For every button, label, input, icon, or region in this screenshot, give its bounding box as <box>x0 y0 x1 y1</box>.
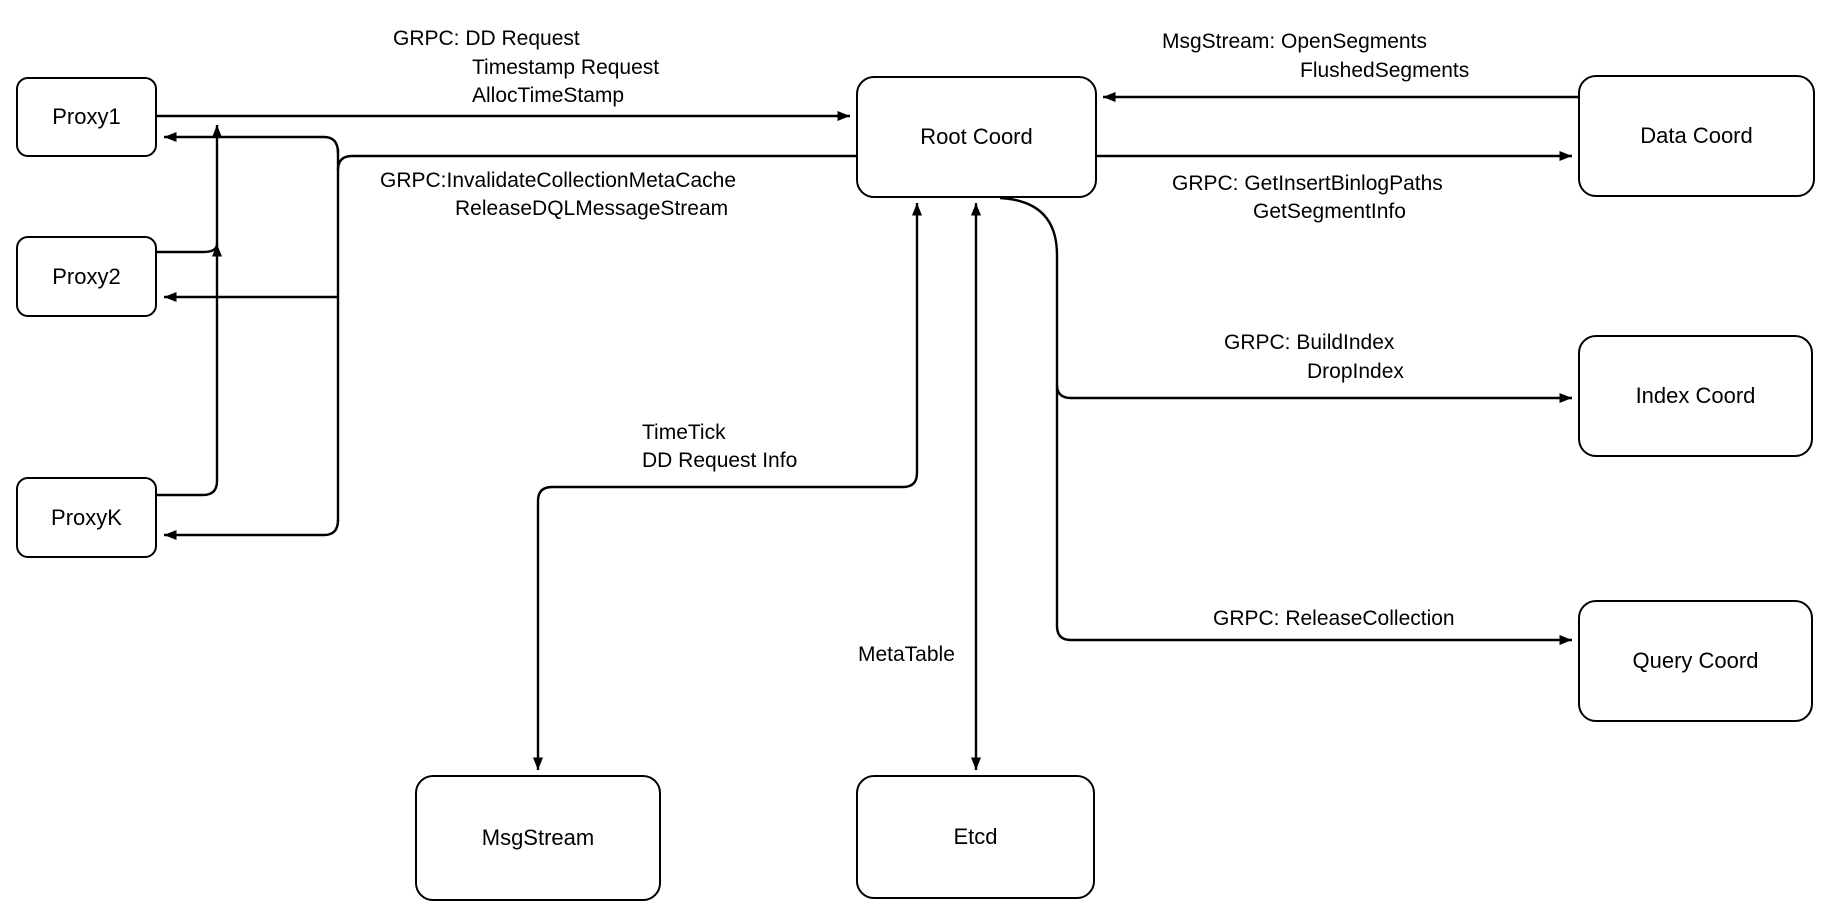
label-root-to-data-line1: GRPC: GetInsertBinlogPaths <box>1172 172 1443 195</box>
node-etcd: Etcd <box>856 775 1095 899</box>
edge-return-to-proxy1 <box>164 132 340 154</box>
node-proxyk: ProxyK <box>16 477 157 558</box>
node-msgstream: MsgStream <box>415 775 661 901</box>
node-index-coord: Index Coord <box>1578 335 1813 457</box>
node-query-coord: Query Coord <box>1578 600 1813 722</box>
label-root-to-msgstream-line2: DD Request Info <box>642 449 798 472</box>
label-root-to-index-line2: DropIndex <box>1307 360 1404 383</box>
edge-proxy2-join <box>157 243 222 257</box>
label-root-to-query-line1: GRPC: ReleaseCollection <box>1213 607 1455 630</box>
label-data-to-root-line1: MsgStream: OpenSegments <box>1162 30 1427 53</box>
edge-proxyk-collector <box>157 125 222 497</box>
label-root-to-etcd-line1: MetaTable <box>858 643 955 666</box>
label-root-to-proxies-line2: ReleaseDQLMessageStream <box>455 197 729 220</box>
label-root-to-msgstream-line1: TimeTick <box>642 421 726 444</box>
label-proxies-to-root-line3: AllocTimeStamp <box>472 84 625 107</box>
label-root-to-proxies-line1: GRPC:InvalidateCollectionMetaCache <box>380 169 737 192</box>
edge-root-to-proxies-feed <box>336 154 856 171</box>
label-proxies-to-root-line1: GRPC: DD Request <box>393 27 580 50</box>
edge-return-to-proxyk <box>164 519 340 540</box>
edge-root-msgstream <box>533 203 922 770</box>
node-root-coord: Root Coord <box>856 76 1097 198</box>
label-root-to-data-line2: GetSegmentInfo <box>1253 200 1406 223</box>
edge-root-to-index <box>1055 384 1572 403</box>
node-proxy2: Proxy2 <box>16 236 157 317</box>
label-data-to-root-line2: FlushedSegments <box>1300 59 1470 82</box>
edge-root-to-query <box>999 196 1572 645</box>
label-root-to-index-line1: GRPC: BuildIndex <box>1224 331 1395 354</box>
label-proxies-to-root-line2: Timestamp Request <box>472 56 660 79</box>
node-data-coord: Data Coord <box>1578 75 1815 197</box>
node-proxy1: Proxy1 <box>16 77 157 157</box>
